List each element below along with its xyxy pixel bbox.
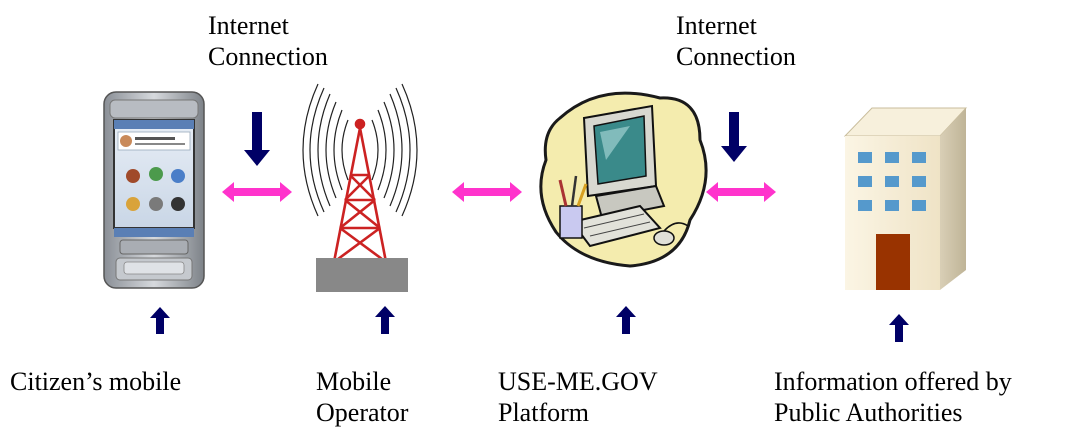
citizen-mobile-caption: Citizen’s mobile xyxy=(10,366,181,397)
platform-caption-line1: USE-ME.GOV xyxy=(498,367,658,396)
tower-structure xyxy=(332,118,388,264)
internet-connection-line2: Connection xyxy=(676,42,796,71)
link-arrow-phone-tower xyxy=(222,182,292,202)
up-arrow-platform xyxy=(616,306,636,334)
link-arrow-computer-building xyxy=(706,182,776,202)
internet-connection-line1: Internet xyxy=(208,11,289,40)
computer-icon xyxy=(539,91,708,268)
mobile-phone-icon xyxy=(103,91,205,289)
authorities-caption-line2: Public Authorities xyxy=(774,398,963,427)
internet-connection-label-2: Internet Connection xyxy=(676,10,796,72)
up-arrow-citizen xyxy=(150,307,170,334)
internet-down-arrow-1 xyxy=(244,112,270,166)
internet-connection-line1: Internet xyxy=(676,11,757,40)
platform-caption: USE-ME.GOV Platform xyxy=(498,366,658,428)
authorities-caption: Information offered by Public Authoritie… xyxy=(774,366,1012,428)
link-arrow-tower-computer xyxy=(452,182,522,202)
internet-connection-label-1: Internet Connection xyxy=(208,10,328,72)
radio-tower-icon xyxy=(302,83,418,217)
mobile-operator-caption-line1: Mobile xyxy=(316,367,392,396)
platform-caption-line2: Platform xyxy=(498,398,589,427)
up-arrow-operator xyxy=(375,306,395,334)
up-arrow-authorities xyxy=(889,314,909,342)
authorities-caption-line1: Information offered by xyxy=(774,367,1012,396)
office-building-icon xyxy=(843,107,968,290)
citizen-mobile-caption-line1: Citizen’s mobile xyxy=(10,367,182,396)
tower-ground xyxy=(316,258,408,292)
mobile-operator-caption: Mobile Operator xyxy=(316,366,408,428)
internet-down-arrow-2 xyxy=(721,112,747,162)
internet-connection-line2: Connection xyxy=(208,42,328,71)
mobile-operator-caption-line2: Operator xyxy=(316,398,409,427)
